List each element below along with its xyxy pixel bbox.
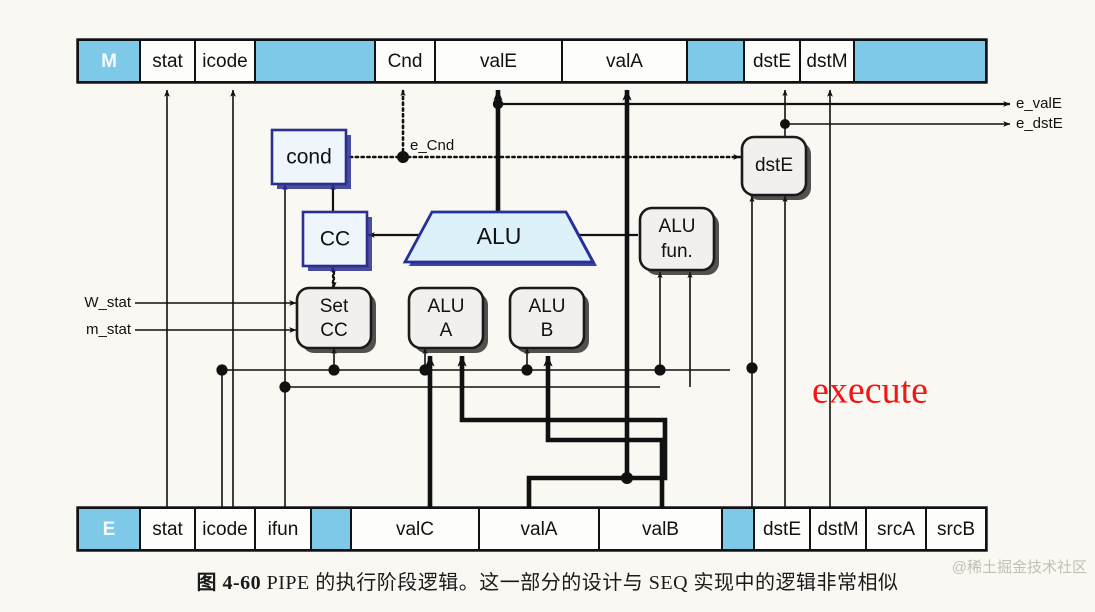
top-reg-cell-label: dstE <box>753 51 791 72</box>
signal-e-vale: e_valE <box>1016 95 1062 112</box>
unit-cond: cond <box>270 128 351 189</box>
top-reg-cell-blank <box>853 39 987 83</box>
signal-e-dste: e_dstE <box>1016 115 1063 132</box>
top-reg-cell-label: Cnd <box>388 51 423 72</box>
unit-alu-a-line1: ALU <box>428 296 465 317</box>
top-reg-cell-label: valA <box>606 51 643 72</box>
bottom-reg-cell-srcB <box>925 507 987 551</box>
unit-alu-fun-line2: fun. <box>661 241 693 262</box>
unit-dste: dstE <box>740 135 811 200</box>
figure-caption: 图 4-60 PIPE 的执行阶段逻辑。这一部分的设计与 SEQ 实现中的逻辑非… <box>0 566 1095 595</box>
bottom-reg-cell-ifun <box>254 507 312 551</box>
top-reg-cell-Cnd <box>374 39 436 83</box>
unit-cond-label: cond <box>286 146 332 169</box>
unit-alu-fun: ALU fun. <box>638 206 719 275</box>
signal-w-stat: W_stat <box>84 294 132 311</box>
unit-alu-b-line2: B <box>541 320 554 341</box>
signal-m-stat: m_stat <box>86 321 132 338</box>
unit-set-cc: Set CC <box>295 286 376 353</box>
bottom-reg-cell-label: dstE <box>763 519 801 540</box>
signal-e-cnd: e_Cnd <box>410 137 454 154</box>
top-reg-stage-letter: M <box>101 51 117 72</box>
top-reg-cell-valA <box>561 39 688 83</box>
bottom-reg-cell-valB <box>598 507 723 551</box>
unit-set-cc-line2: CC <box>320 320 347 341</box>
bottom-reg-cell-label: stat <box>152 519 183 540</box>
top-reg-cell-dstM <box>799 39 855 83</box>
bottom-reg-cell-blank <box>310 507 352 551</box>
bottom-reg-cell-srcA <box>865 507 927 551</box>
unit-alu-b: ALU B <box>508 286 589 353</box>
figure-number: 图 4-60 <box>196 572 262 594</box>
bottom-reg-cell-valA <box>478 507 600 551</box>
bottom-reg-cell-dstE <box>753 507 811 551</box>
unit-alu-label: ALU <box>477 223 522 249</box>
bottom-reg-cell-label: valC <box>396 519 434 540</box>
bottom-reg-stage-letter: E <box>103 519 116 540</box>
top-reg-cell-stat <box>139 39 196 83</box>
bottom-reg-cell-valC <box>350 507 480 551</box>
stage-annotation: execute <box>812 370 928 412</box>
top-reg-stage-cell <box>77 39 141 83</box>
unit-cc-label: CC <box>320 228 350 251</box>
top-reg-cell-valE <box>434 39 563 83</box>
watermark: @稀土掘金技术社区 <box>951 559 1087 576</box>
unit-dste-label: dstE <box>755 155 793 176</box>
bottom-reg-cell-icode <box>194 507 256 551</box>
unit-alu-b-line1: ALU <box>529 296 566 317</box>
bottom-reg-stage-cell <box>77 507 141 551</box>
top-reg-cell-label: icode <box>202 51 247 72</box>
bottom-reg-cell-label: srcA <box>877 519 915 540</box>
unit-alu-a-line2: A <box>440 320 453 341</box>
bottom-reg-cell-label: ifun <box>268 519 299 540</box>
bottom-reg-cell-label: valB <box>642 519 679 540</box>
unit-cc: CC <box>301 210 372 271</box>
bottom-reg-cell-blank <box>721 507 755 551</box>
unit-alu-a: ALU A <box>407 286 488 353</box>
top-reg-cell-blank <box>686 39 745 83</box>
unit-alu-fun-line1: ALU <box>659 216 696 237</box>
top-reg-cell-label: valE <box>480 51 517 72</box>
top-reg-cell-label: stat <box>152 51 183 72</box>
top-reg-cell-label: dstM <box>806 51 847 72</box>
bottom-reg-cell-label: dstM <box>817 519 858 540</box>
bottom-reg-cell-label: icode <box>202 519 247 540</box>
bottom-reg-cell-label: valA <box>521 519 558 540</box>
bottom-reg-cell-label: srcB <box>937 519 975 540</box>
figure-caption-text: PIPE 的执行阶段逻辑。这一部分的设计与 SEQ 实现中的逻辑非常相似 <box>266 572 899 594</box>
unit-alu: ALU <box>402 210 597 266</box>
unit-set-cc-line1: Set <box>320 296 349 317</box>
top-reg-cell-blank <box>254 39 376 83</box>
top-reg-cell-dstE <box>743 39 801 83</box>
